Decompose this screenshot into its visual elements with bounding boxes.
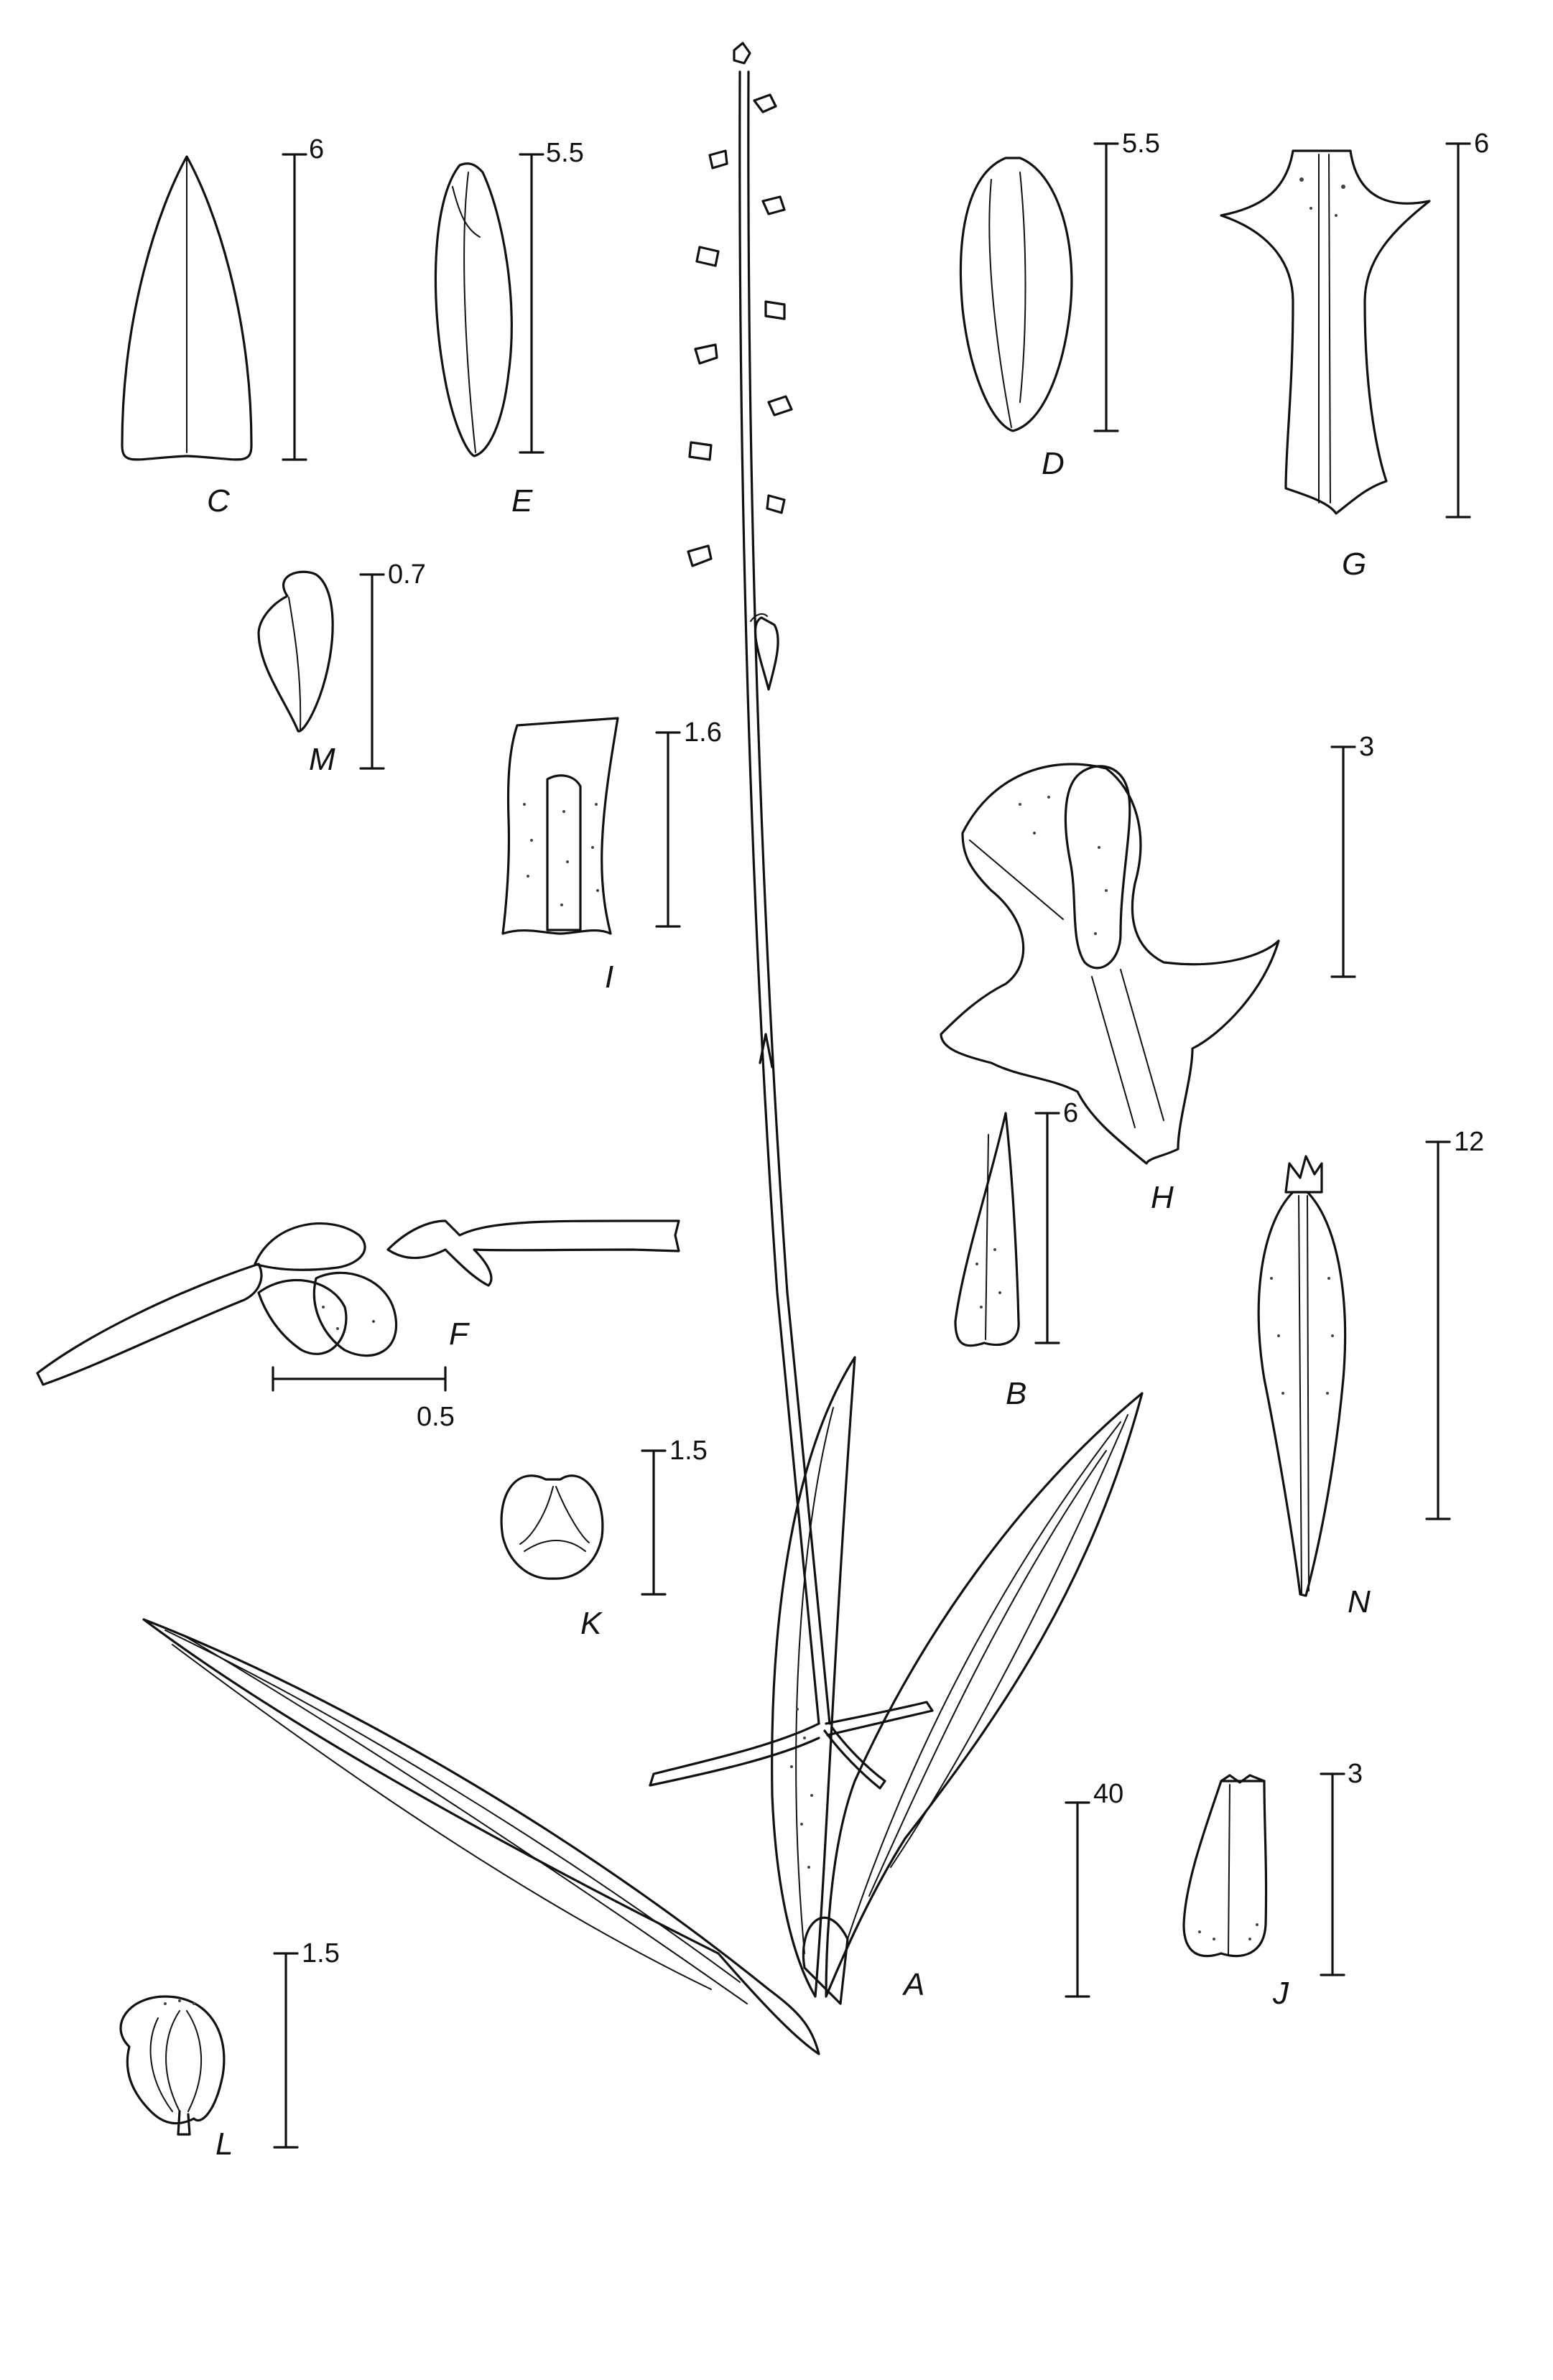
svg-text:40: 40 <box>1093 1779 1123 1809</box>
scale-bar-b: 6 <box>1034 1098 1078 1344</box>
figure-b-bract: B 6 <box>954 1098 1078 1411</box>
svg-text:3: 3 <box>1359 732 1374 762</box>
svg-text:0.5: 0.5 <box>417 1402 455 1432</box>
leaf-right <box>825 1392 1144 1998</box>
svg-text:1.5: 1.5 <box>302 1938 340 1968</box>
scale-bar-m: 0.7 <box>359 559 426 770</box>
svg-text:6: 6 <box>1063 1098 1078 1128</box>
leaf-left <box>142 1618 820 2055</box>
scale-bar-f: 0.5 <box>272 1366 455 1432</box>
label-l: L <box>215 2126 233 2162</box>
scale-bar-h: 3 <box>1330 732 1374 978</box>
label-g: G <box>1342 547 1366 582</box>
figure-e-lateral-sepal: E 5.5 <box>434 138 584 519</box>
figure-h-flower-detail: H 3 <box>940 732 1374 1215</box>
figure-f-flower-side: F 0.5 <box>36 1219 680 1432</box>
scale-bar-n: 12 <box>1425 1127 1484 1520</box>
label-m: M <box>309 742 335 777</box>
label-e: E <box>511 483 533 519</box>
label-i: I <box>605 959 613 995</box>
figure-i-column: I 1.6 <box>501 717 722 995</box>
svg-text:1.5: 1.5 <box>669 1436 708 1466</box>
figure-a-whole-plant: A 40 <box>142 42 1144 2055</box>
figure-j-callus: J 3 <box>1182 1759 1363 2011</box>
figure-g-lip: G 6 <box>1220 129 1489 582</box>
scale-bar-e: 5.5 <box>519 138 584 454</box>
svg-text:1.6: 1.6 <box>684 717 722 748</box>
label-h: H <box>1151 1180 1174 1215</box>
label-b: B <box>1006 1376 1026 1411</box>
figure-k-anther: K 1.5 <box>500 1436 708 1641</box>
leaf-stipple <box>790 1708 813 1869</box>
scale-bar-c: 6 <box>282 134 324 461</box>
label-a: A <box>901 1967 924 2002</box>
label-k: K <box>580 1606 603 1641</box>
label-d: D <box>1042 446 1065 481</box>
svg-text:5.5: 5.5 <box>1122 129 1160 159</box>
figure-c-sepal: C 6 <box>121 134 324 519</box>
figure-l-pollinarium: L 1.5 <box>119 1938 340 2162</box>
svg-text:12: 12 <box>1454 1127 1484 1157</box>
scale-bar-a: 40 <box>1065 1779 1123 1998</box>
inflorescence <box>687 42 793 691</box>
scale-bar-d: 5.5 <box>1093 129 1160 432</box>
scale-bar-i: 1.6 <box>655 717 722 928</box>
leaf-center <box>771 1356 856 1998</box>
svg-text:6: 6 <box>309 134 324 164</box>
svg-text:5.5: 5.5 <box>546 138 584 168</box>
label-c: C <box>207 483 231 519</box>
svg-text:3: 3 <box>1348 1759 1363 1789</box>
scale-bar-g: 6 <box>1445 129 1489 519</box>
figure-d-petal: D 5.5 <box>959 129 1160 481</box>
label-n: N <box>1348 1584 1371 1619</box>
scale-bar-l: 1.5 <box>273 1938 340 2149</box>
figure-m-pollinium: M 0.7 <box>257 559 426 777</box>
scale-bar-k: 1.5 <box>641 1436 708 1596</box>
svg-text:6: 6 <box>1474 129 1489 159</box>
label-f: F <box>449 1316 470 1352</box>
label-j: J <box>1272 1976 1289 2011</box>
scale-bar-j: 3 <box>1320 1759 1363 1976</box>
svg-text:0.7: 0.7 <box>388 559 426 590</box>
figure-n-capsule: N 12 <box>1257 1127 1484 1619</box>
